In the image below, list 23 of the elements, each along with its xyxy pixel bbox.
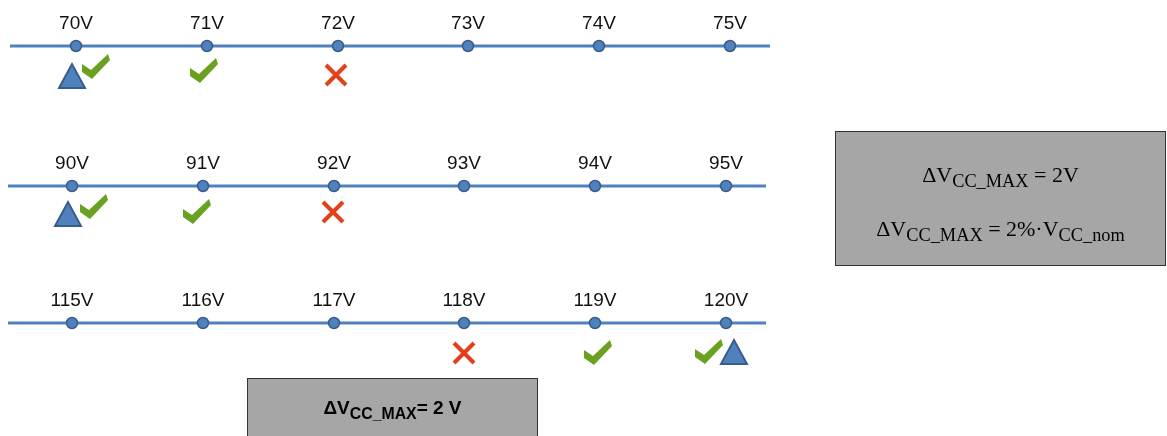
tick-label: 74V <box>582 12 616 34</box>
tick-label: 94V <box>578 152 612 174</box>
tick-label: 92V <box>317 152 351 174</box>
tick-label: 90V <box>55 152 89 174</box>
formula-text: ΔV$_{CC_MAX}$ = 2V <box>921 162 1080 193</box>
formula-box <box>835 131 1166 266</box>
tick-label: 71V <box>190 12 224 34</box>
tick-label: 116V <box>181 289 225 311</box>
tick-label: 95V <box>709 152 743 174</box>
tick-label: 72V <box>321 12 355 34</box>
tick-label: 117V <box>312 289 356 311</box>
tick-label: 120V <box>703 289 749 311</box>
tick-label: 73V <box>451 12 485 34</box>
tick-label: 91V <box>186 152 220 174</box>
tick-label: 75V <box>713 12 747 34</box>
tick-label: 93V <box>447 152 481 174</box>
tick-label: 118V <box>442 289 486 311</box>
formula-text: ΔV$_{CC_MAX}$= 2 V <box>322 397 463 423</box>
formula-text: ΔV$_{CC_MAX}$ = 2%·V$_{CC_nom}$ <box>875 216 1126 247</box>
tick-label: 115V <box>50 289 94 311</box>
tick-label: 70V <box>59 12 93 34</box>
formula-box <box>247 378 538 436</box>
tick-label: 119V <box>573 289 617 311</box>
